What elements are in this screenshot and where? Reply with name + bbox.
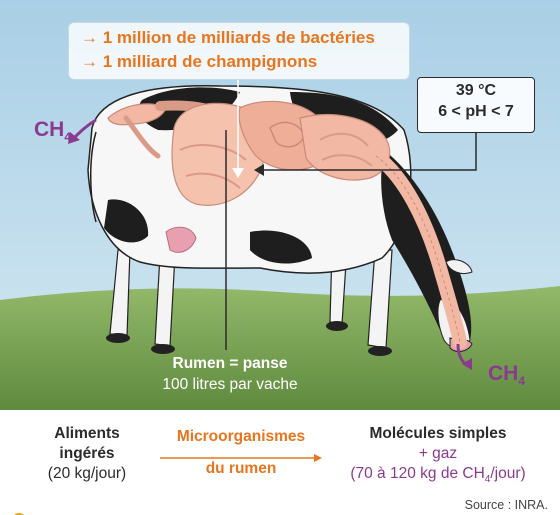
digestion-flow: Aliments ingérés (20 kg/jour) Microorgan… (0, 410, 560, 515)
fungi-count: → 1 milliard de champignons (81, 52, 317, 72)
output-amount: (70 à 120 kg de CH4/jour) (318, 464, 558, 490)
methane-subscript: 4 (64, 130, 71, 144)
rumen-title: Rumen = panse (120, 353, 340, 374)
output-amount-text: (70 à 120 kg de CH (350, 465, 484, 482)
microorganism-count-box: → 1 million de milliards de bactéries → … (68, 22, 410, 80)
output-amount-unit: /jour) (490, 465, 525, 482)
methane-label-mouth: CH4 (34, 118, 71, 144)
flow-arrow (158, 453, 324, 463)
rumen-conditions-box: 39 °C 6 < pH < 7 (417, 77, 535, 133)
ph-label: 6 < pH < 7 (418, 103, 534, 121)
methane-symbol: CH (34, 118, 64, 141)
process-line-1: Microorganismes (156, 428, 326, 450)
bacteria-count: → 1 million de milliards de bactéries (81, 28, 375, 48)
temperature-label: 39 °C (418, 82, 534, 100)
methane-symbol: CH (488, 362, 518, 385)
source-credit: Source : INRA. (465, 498, 548, 512)
methane-label-rear: CH4 (488, 362, 525, 388)
flow-output: Molécules simples + gaz (70 à 120 kg de … (318, 424, 558, 490)
methane-subscript: 4 (518, 374, 525, 388)
flow-input: Aliments ingérés (20 kg/jour) (28, 424, 146, 484)
output-title: Molécules simples (318, 424, 558, 444)
rumen-volume: 100 litres par vache (120, 374, 340, 395)
output-gas: + gaz (318, 444, 558, 464)
input-title: Aliments ingérés (28, 424, 146, 464)
rumen-label: Rumen = panse 100 litres par vache (120, 353, 340, 395)
input-amount: (20 kg/jour) (28, 464, 146, 484)
